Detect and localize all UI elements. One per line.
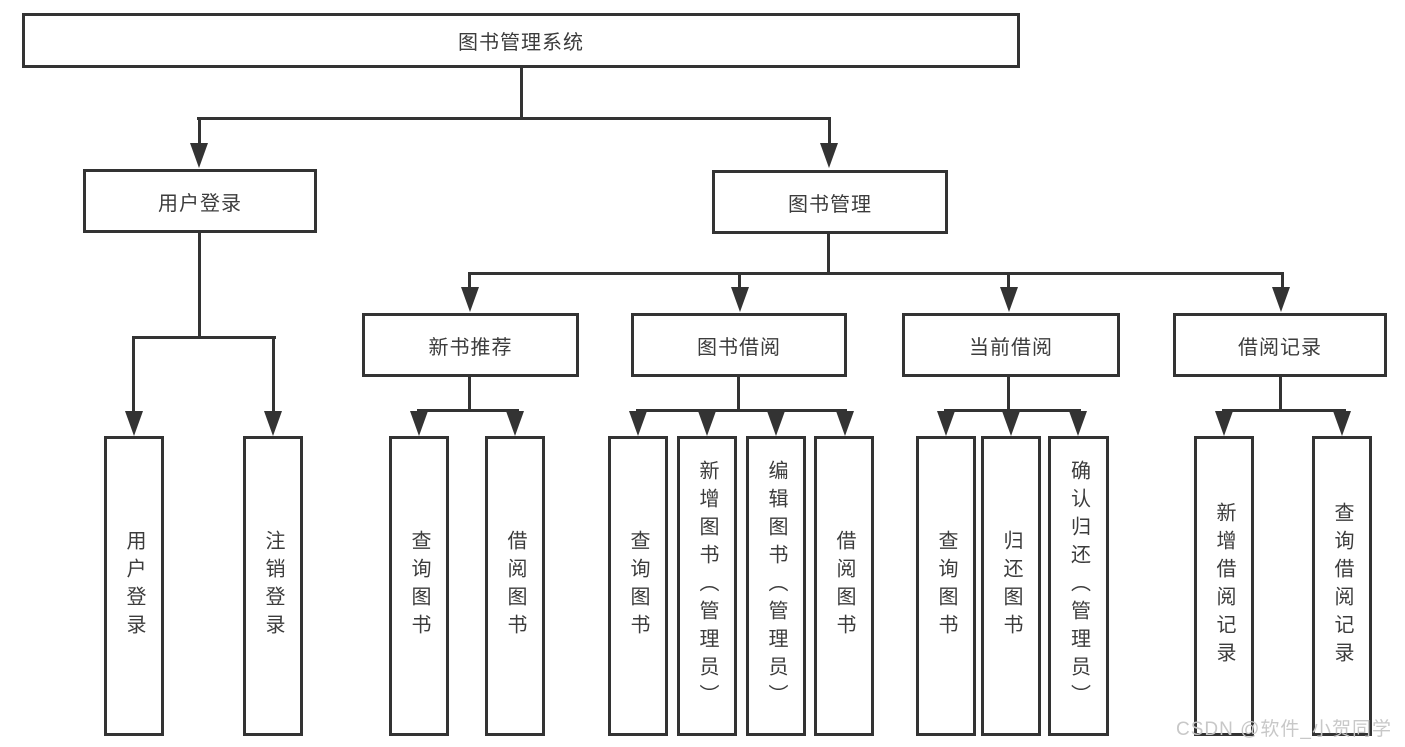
arrowhead-group3-leaf2 xyxy=(1002,411,1020,436)
edge-group2-trunk xyxy=(737,375,740,411)
arrowhead-group2 xyxy=(731,287,749,312)
edge-group1-branch xyxy=(417,409,519,412)
node-current-borrow-label: 当前借阅 xyxy=(969,336,1053,359)
leaf-borrow-borrow-book: 借阅图书 xyxy=(814,436,874,736)
arrowhead-group2-leaf3 xyxy=(767,411,785,436)
edge-group4-branch xyxy=(1222,409,1346,412)
edge-login-leaf2-drop xyxy=(272,336,275,414)
leaf-user-login-label: 用户登录 xyxy=(123,530,145,642)
edge-login-drop xyxy=(198,117,201,145)
leaf-borrow-query-book: 查询图书 xyxy=(608,436,668,736)
edge-group1-drop xyxy=(468,272,471,288)
edge-login-branch xyxy=(132,336,276,339)
leaf-borrow-add-book-label: 新增图书（管理员） xyxy=(696,460,718,712)
edge-root-trunk xyxy=(520,66,523,120)
leaf-current-query-book-label: 查询图书 xyxy=(935,530,957,642)
node-book-management-label: 图书管理 xyxy=(788,193,872,216)
edge-root-branch xyxy=(197,117,831,120)
node-borrow-record: 借阅记录 xyxy=(1173,313,1387,377)
leaf-current-confirm-return-label: 确认归还（管理员） xyxy=(1067,460,1090,712)
leaf-recommend-query-book-label: 查询图书 xyxy=(408,530,430,642)
edge-group2-drop xyxy=(738,272,741,288)
leaf-borrow-edit-book: 编辑图书（管理员） xyxy=(746,436,806,736)
arrowhead-login xyxy=(190,143,208,168)
arrowhead-group3-leaf1 xyxy=(937,411,955,436)
leaf-current-query-book: 查询图书 xyxy=(916,436,976,736)
edge-group3-trunk xyxy=(1007,375,1010,411)
edge-management-branch xyxy=(468,272,1284,275)
arrowhead-group2-leaf4 xyxy=(836,411,854,436)
arrowhead-group1 xyxy=(461,287,479,312)
node-new-book-recommend: 新书推荐 xyxy=(362,313,579,377)
edge-group3-drop xyxy=(1007,272,1010,288)
arrowhead-login-leaf1 xyxy=(125,411,143,436)
node-current-borrow: 当前借阅 xyxy=(902,313,1120,377)
node-root: 图书管理系统 xyxy=(22,13,1020,68)
leaf-record-add-label: 新增借阅记录 xyxy=(1213,502,1235,670)
node-root-label: 图书管理系统 xyxy=(458,32,584,54)
leaf-borrow-query-book-label: 查询图书 xyxy=(627,530,649,642)
edge-management-drop xyxy=(828,117,831,145)
edge-login-trunk xyxy=(198,231,201,339)
edge-group4-trunk xyxy=(1279,375,1282,411)
node-book-borrow: 图书借阅 xyxy=(631,313,847,377)
arrowhead-management xyxy=(820,143,838,168)
leaf-current-return-book-label: 归还图书 xyxy=(1000,530,1022,642)
node-user-login-label: 用户登录 xyxy=(158,192,242,215)
node-new-book-recommend-label: 新书推荐 xyxy=(428,336,513,359)
arrowhead-group1-leaf2 xyxy=(506,411,524,436)
node-book-borrow-label: 图书借阅 xyxy=(697,336,781,359)
leaf-record-query-label: 查询借阅记录 xyxy=(1331,502,1353,670)
leaf-current-confirm-return: 确认归还（管理员） xyxy=(1048,436,1109,736)
leaf-current-return-book: 归还图书 xyxy=(981,436,1041,736)
arrowhead-group3-leaf3 xyxy=(1069,411,1087,436)
leaf-record-query: 查询借阅记录 xyxy=(1312,436,1372,736)
leaf-borrow-add-book: 新增图书（管理员） xyxy=(677,436,737,736)
arrowhead-group4-leaf1 xyxy=(1215,411,1233,436)
node-borrow-record-label: 借阅记录 xyxy=(1238,336,1322,359)
arrowhead-group4-leaf2 xyxy=(1333,411,1351,436)
node-user-login: 用户登录 xyxy=(83,169,317,233)
edge-group1-trunk xyxy=(468,375,471,411)
edge-management-trunk xyxy=(827,232,830,275)
arrowhead-group2-leaf2 xyxy=(698,411,716,436)
leaf-recommend-query-book: 查询图书 xyxy=(389,436,449,736)
leaf-logout-label: 注销登录 xyxy=(262,530,284,642)
leaf-recommend-borrow-book: 借阅图书 xyxy=(485,436,545,736)
arrowhead-group1-leaf1 xyxy=(410,411,428,436)
edge-login-leaf1-drop xyxy=(132,336,135,414)
leaf-record-add: 新增借阅记录 xyxy=(1194,436,1254,736)
leaf-borrow-borrow-book-label: 借阅图书 xyxy=(833,530,855,642)
arrowhead-group2-leaf1 xyxy=(629,411,647,436)
arrowhead-group3 xyxy=(1000,287,1018,312)
arrowhead-group4 xyxy=(1272,287,1290,312)
leaf-borrow-edit-book-label: 编辑图书（管理员） xyxy=(765,460,787,712)
leaf-user-login: 用户登录 xyxy=(104,436,164,736)
edge-group4-drop xyxy=(1281,272,1284,288)
edge-group3-branch xyxy=(944,409,1081,412)
arrowhead-login-leaf2 xyxy=(264,411,282,436)
node-book-management: 图书管理 xyxy=(712,170,948,234)
watermark: CSDN @软件_小贺同学 xyxy=(1176,719,1392,740)
leaf-logout: 注销登录 xyxy=(243,436,303,736)
leaf-recommend-borrow-book-label: 借阅图书 xyxy=(504,530,526,642)
edge-group2-branch xyxy=(636,409,847,412)
